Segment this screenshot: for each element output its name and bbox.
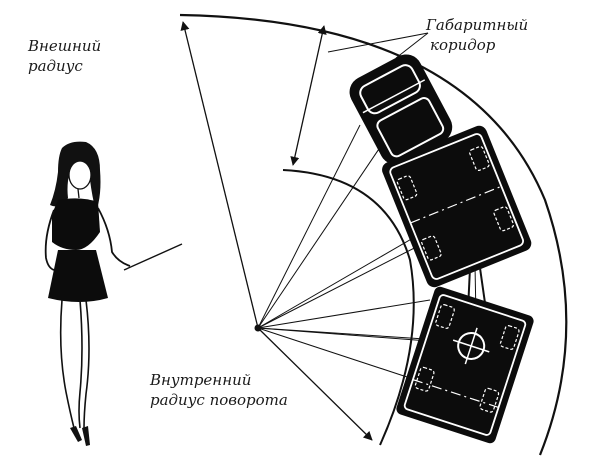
trailer [396,286,534,444]
inner-radius-arrow [257,327,373,441]
presenter-hair [50,141,101,212]
outer-radius-label-line1: Внешний [28,37,102,55]
corridor-width-arrow [290,25,327,166]
inner-radius-label: Внутренний радиус поворота [150,370,288,410]
corridor-leader-line [395,32,429,59]
radius-ray [257,124,361,329]
pointer-stick [123,243,183,271]
pivot-point [254,324,262,332]
presenter-face [68,160,92,190]
presenter-skirt [48,250,108,302]
corridor-label: Габаритный коридор [426,15,528,55]
outer-radius-label-line2: радиус [28,57,83,75]
outer-radius-arrow [180,21,259,329]
outer-radius-label: Внешний радиус [28,36,101,76]
inner-radius-label-line1: Внутренний [150,371,252,389]
presenter-figure [44,141,183,446]
radius-ray [257,327,411,379]
corridor-leader-line [327,32,429,53]
tractor-body [382,125,532,288]
corridor-label-line2: коридор [430,36,496,54]
presenter-top [52,198,100,250]
radius-ray [257,299,431,329]
radius-ray [257,139,386,329]
radius-ray [257,239,431,329]
corridor-label-line1: Габаритный [426,16,529,34]
inner-radius-label-line2: радиус поворота [150,391,288,409]
tractor-cab [349,54,453,165]
inner-radius-arc [282,169,415,446]
